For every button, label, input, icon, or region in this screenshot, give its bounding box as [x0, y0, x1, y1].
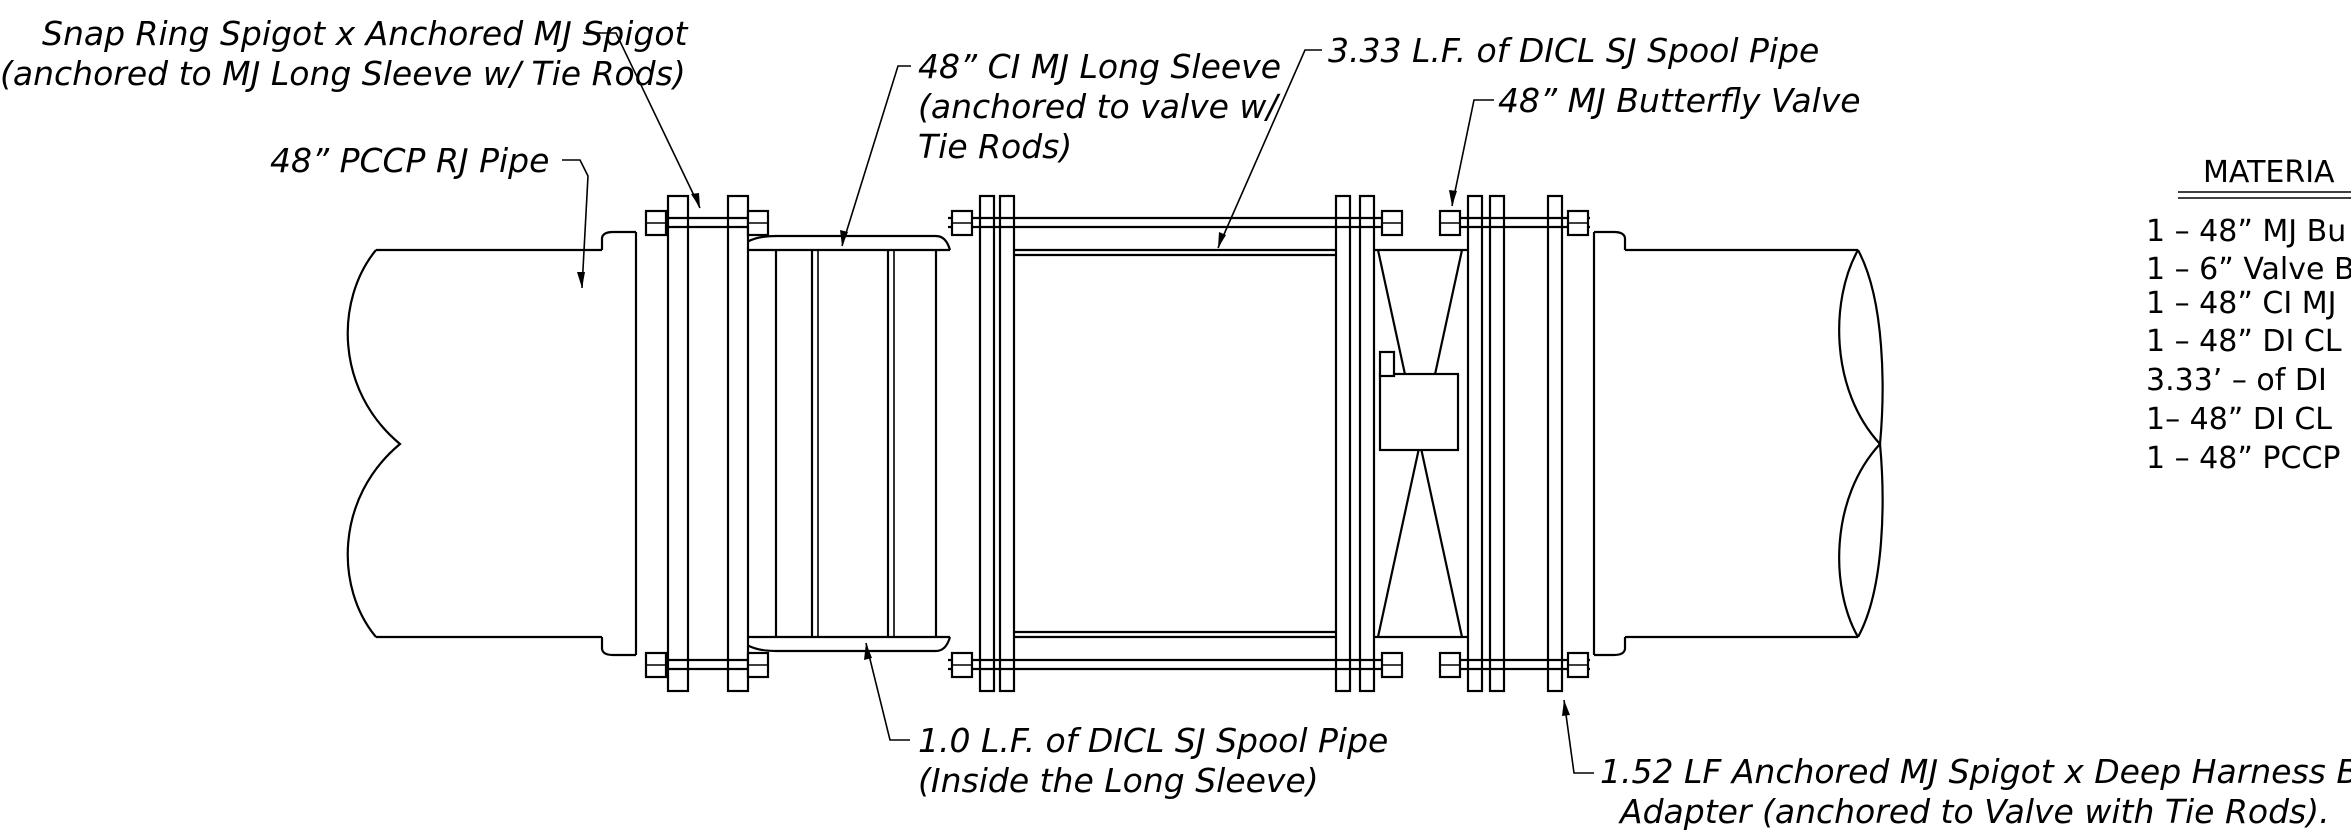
materials-item: 1 – 48” DI CL [2146, 324, 2342, 359]
nut [644, 651, 668, 679]
materials-item: 1 – 48” MJ Bu [2146, 214, 2346, 249]
leader-lines [562, 32, 1594, 774]
bolt-nuts [644, 209, 1590, 679]
right-pipe [1592, 230, 1884, 657]
label-pccp-pipe: 48” PCCP RJ Pipe [270, 141, 549, 180]
arrowhead [864, 643, 872, 660]
leader-spool-10 [865, 642, 910, 741]
materials-item: 3.33’ – of DI [2146, 363, 2327, 398]
nut [1380, 651, 1404, 679]
valve-operator-box [1378, 372, 1460, 452]
materials-title: MATERIA [2203, 155, 2335, 190]
nut [644, 209, 668, 237]
materials-item: 1 – 6” Valve B [2146, 252, 2351, 287]
flanges [666, 194, 1564, 693]
left-pccp-pipe [346, 230, 638, 657]
arrowhead [577, 272, 585, 288]
label-adapter-line2: Adapter (anchored to Valve with Tie Rods… [1618, 792, 2330, 831]
butterfly-valve [1374, 248, 1468, 639]
materials-item: 1 – 48” CI MJ [2146, 286, 2336, 321]
nut [746, 209, 770, 237]
leader-adapter [1563, 699, 1594, 774]
nut [1438, 209, 1462, 237]
nut [1566, 651, 1590, 679]
callout-labels: Snap Ring Spigot x Anchored MJ Spigot (a… [0, 14, 2351, 831]
materials-item: 1– 48” DI CL [2146, 402, 2332, 437]
materials-list: MATERIA 1 – 48” MJ Bu 1 – 6” Valve B 1 –… [2146, 155, 2351, 476]
label-adapter-line1: 1.52 LF Anchored MJ Spigot x Deep Harnes… [1600, 752, 2351, 791]
label-long-sleeve-line1: 48” CI MJ Long Sleeve [918, 47, 1281, 86]
leader-long-sleeve [841, 65, 911, 247]
spool-pipe-333 [1010, 248, 1340, 639]
label-long-sleeve-line3: Tie Rods) [918, 127, 1072, 166]
leader-butterfly-valve [1451, 99, 1494, 207]
nut [1566, 209, 1590, 237]
arrowhead [840, 230, 848, 246]
label-snap-ring-line2: (anchored to MJ Long Sleeve w/ Tie Rods) [0, 54, 686, 93]
long-sleeve [737, 234, 952, 653]
nut [746, 651, 770, 679]
nut [950, 651, 974, 679]
label-spool-333: 3.33 L.F. of DICL SJ Spool Pipe [1328, 31, 1819, 70]
materials-item: 1 – 48” PCCP [2146, 441, 2341, 476]
leader-pccp-pipe [562, 159, 589, 289]
label-spool-10-line1: 1.0 L.F. of DICL SJ Spool Pipe [918, 721, 1388, 760]
valve-stem [1378, 350, 1396, 378]
label-snap-ring-line1: Snap Ring Spigot x Anchored MJ Spigot [42, 14, 689, 53]
leader-snap-ring [584, 32, 701, 209]
label-spool-10-line2: (Inside the Long Sleeve) [918, 761, 1319, 800]
nut [950, 209, 974, 237]
arrowhead [1449, 190, 1457, 206]
arrowheads [577, 190, 1570, 716]
label-long-sleeve-line2: (anchored to valve w/ [918, 87, 1281, 126]
nut [1380, 209, 1404, 237]
nut [1438, 651, 1462, 679]
arrowhead [691, 193, 700, 208]
label-butterfly-valve: 48” MJ Butterfly Valve [1498, 81, 1861, 120]
arrowhead [1218, 232, 1226, 248]
arrowhead [1562, 700, 1570, 716]
leader-spool-333 [1217, 49, 1322, 249]
